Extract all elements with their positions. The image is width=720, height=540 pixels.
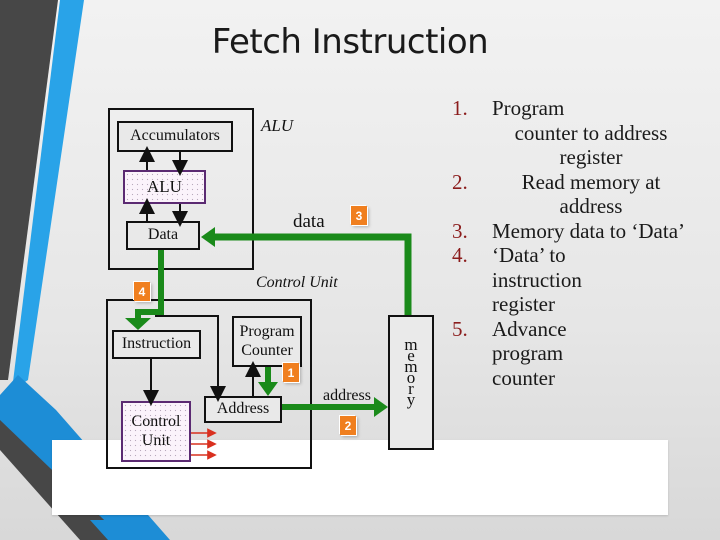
dark-stripe-left (0, 0, 58, 380)
alu-group-label: ALU (261, 116, 294, 135)
control-group-label: Control Unit (256, 274, 338, 291)
address-bus-label: address (323, 387, 371, 404)
program-counter-label-bottom: Counter (241, 341, 293, 359)
step-number: 5. (452, 316, 468, 341)
memory-box: m e m o r y (388, 315, 434, 450)
step-line: Advance (492, 316, 567, 341)
memory-letter: e (407, 346, 415, 365)
step-badge-1: 1 (283, 363, 299, 382)
memory-letter: m (404, 357, 418, 376)
step-item: 4. ‘Data’ to instruction register (452, 243, 720, 317)
blue-stripe-bottom (90, 520, 142, 540)
step-line: instruction (492, 267, 582, 292)
steps-list: 1. Program counter to address register 2… (452, 96, 720, 390)
control-unit-label-bottom: Unit (141, 431, 171, 449)
step-line: address (559, 194, 623, 218)
step-item: 5. Advance program counter (452, 317, 720, 391)
step-text: Advance program counter (492, 317, 720, 391)
step-text: Read memory at address (492, 170, 720, 219)
step-number: 3. (452, 218, 468, 243)
memory-letter: y (406, 390, 416, 409)
instruction-register-box: Instruction (112, 330, 201, 359)
control-group-box (106, 299, 312, 469)
step-line: Program (492, 96, 565, 120)
step-number: 1. (452, 96, 468, 120)
step-item: 1. Program counter to address register (452, 96, 720, 170)
step-line: Read memory at (521, 169, 661, 194)
step-number: 2. (452, 169, 468, 194)
step-line: program (492, 341, 564, 365)
accumulators-box: Accumulators (117, 121, 233, 152)
step-text: ‘Data’ to instruction register (492, 243, 720, 317)
step-item: 2. Read memory at address (452, 170, 720, 219)
step-line: Memory data to ‘Data’ (492, 218, 686, 243)
step-badge-2: 2 (340, 416, 356, 435)
data-bus-label: data (293, 211, 325, 232)
step-number: 4. (452, 243, 468, 267)
step-text: Program counter to address register (492, 96, 720, 170)
step-item: 3. Memory data to ‘Data’ (452, 219, 720, 244)
alu-group-box (108, 108, 254, 270)
address-register-box: Address (204, 396, 282, 423)
step-line: ‘Data’ to (492, 243, 566, 267)
program-counter-label-top: Program (239, 323, 295, 341)
control-unit-label-top: Control (131, 413, 181, 431)
step-line: register (559, 145, 623, 169)
step-badge-4: 4 (134, 282, 150, 301)
blue-stripe-left (12, 0, 84, 390)
memory-letter: m (404, 335, 418, 354)
step-line: counter to address (514, 120, 668, 145)
slide-title: Fetch Instruction (211, 22, 489, 62)
memory-letter: r (408, 379, 414, 398)
data-register-box: Data (126, 221, 200, 250)
program-counter-box: Program Counter (232, 316, 302, 367)
step-line: register (492, 292, 555, 316)
step-line: counter (492, 365, 555, 390)
step-badge-3: 3 (351, 206, 367, 225)
alu-unit-box: ALU (123, 170, 206, 204)
step-text: Memory data to ‘Data’ (492, 219, 720, 244)
memory-letter: o (406, 368, 416, 387)
control-unit-box: Control Unit (121, 401, 191, 462)
